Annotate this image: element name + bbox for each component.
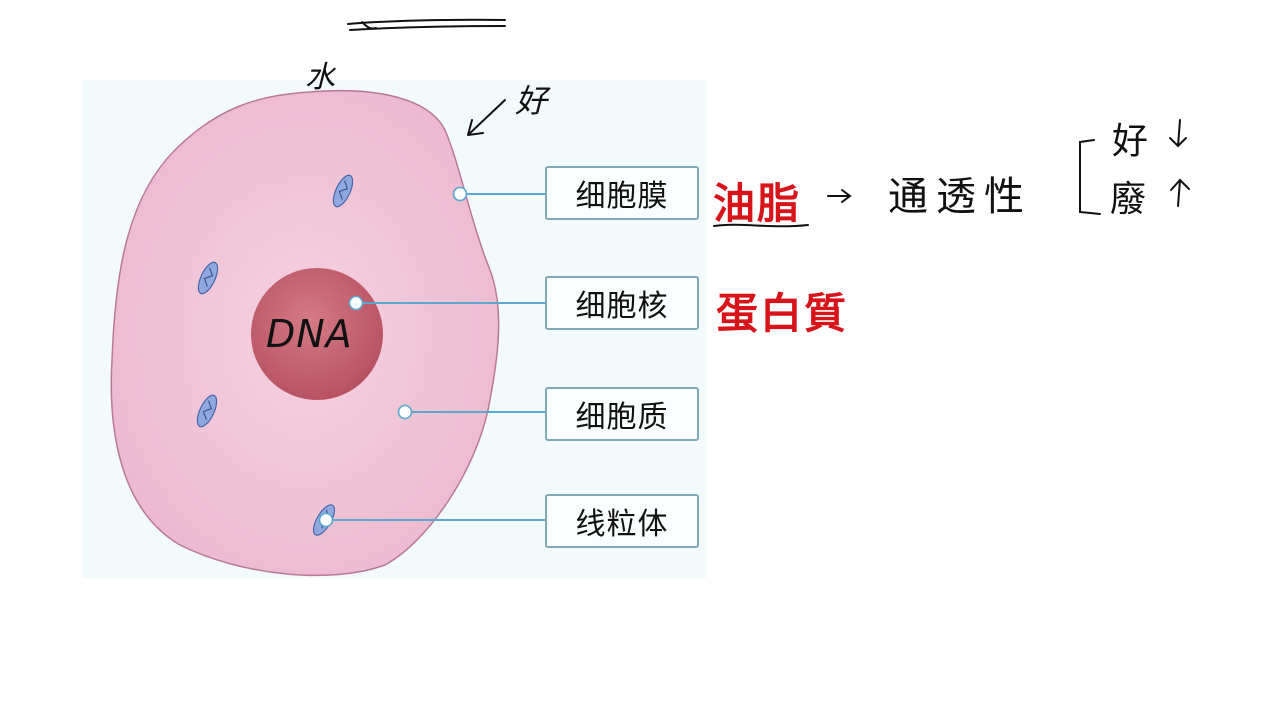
nucleus-dna-text: DNA — [266, 312, 353, 356]
mitochondrion-3 — [196, 394, 218, 428]
annotation-bad: 廢 — [1110, 179, 1147, 220]
annotation-permeability: 通透性 — [888, 174, 1032, 220]
mitochondrion-2 — [197, 261, 219, 295]
annotation-good: 好 — [1112, 121, 1149, 162]
mitochondrion-1 — [332, 174, 354, 208]
label-cytoplasm: 细胞质 — [545, 387, 699, 441]
annotation-side-good: 好 — [515, 82, 548, 120]
handwriting-strokes — [347, 18, 1190, 228]
leader-lines — [318, 186, 545, 528]
annotation-top-mark: 水 — [305, 60, 335, 95]
annotation-protein: 蛋白質 — [716, 289, 849, 338]
label-cell-membrane: 细胞膜 — [545, 166, 699, 220]
annotation-fat: 油脂 — [713, 179, 802, 228]
label-mitochondria: 线粒体 — [545, 494, 699, 548]
label-nucleus: 细胞核 — [545, 276, 699, 330]
